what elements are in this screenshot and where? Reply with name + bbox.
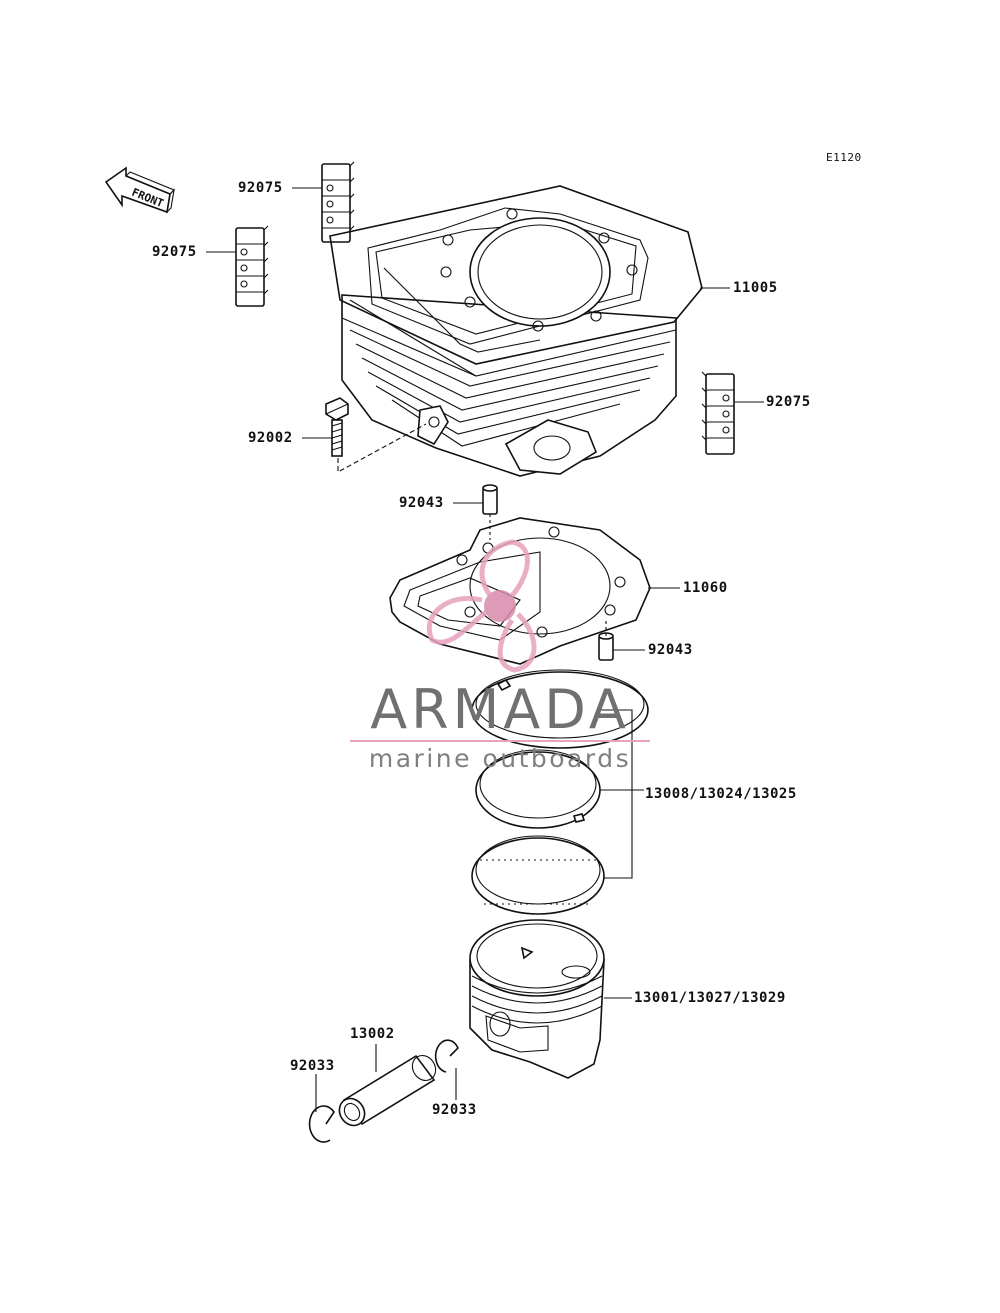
circlip-left <box>308 1105 335 1143</box>
leader-lines <box>206 187 764 1112</box>
bolt <box>325 397 427 473</box>
callout-clip-left: 92033 <box>290 1058 335 1074</box>
piston-ring-oil <box>471 835 605 915</box>
callout-bolt: 92002 <box>248 430 293 446</box>
callout-damper-left: 92075 <box>152 244 197 260</box>
callout-ring-set: 13008/13024/13025 <box>645 786 797 802</box>
dowel-top <box>482 484 498 540</box>
watermark-divider <box>350 740 650 742</box>
cylinder <box>329 185 703 477</box>
dowel-right <box>598 618 614 661</box>
piston-ring-top <box>471 669 649 749</box>
watermark-tagline: marine outboards <box>368 744 632 773</box>
callout-piston-pin: 13002 <box>350 1026 395 1042</box>
damper-right <box>701 371 735 455</box>
watermark-propeller-icon <box>427 539 537 673</box>
callout-damper-right: 92075 <box>766 394 811 410</box>
callout-clip-right: 92033 <box>432 1102 477 1118</box>
damper-left <box>235 225 269 307</box>
reference-code: E1120 <box>826 151 862 164</box>
callout-piston: 13001/13027/13029 <box>634 990 786 1006</box>
piston-pin <box>338 1054 437 1127</box>
circlip-right <box>434 1039 459 1073</box>
callout-dowel-top: 92043 <box>399 495 444 511</box>
front-arrow-icon: FRONT <box>104 166 175 214</box>
callout-damper-top: 92075 <box>238 180 283 196</box>
callout-dowel-right: 92043 <box>648 642 693 658</box>
callout-cylinder: 11005 <box>733 280 778 296</box>
damper-top <box>321 161 355 243</box>
callout-gasket: 11060 <box>683 580 728 596</box>
watermark-brand: ARMADA <box>370 678 630 741</box>
piston <box>469 919 605 1079</box>
